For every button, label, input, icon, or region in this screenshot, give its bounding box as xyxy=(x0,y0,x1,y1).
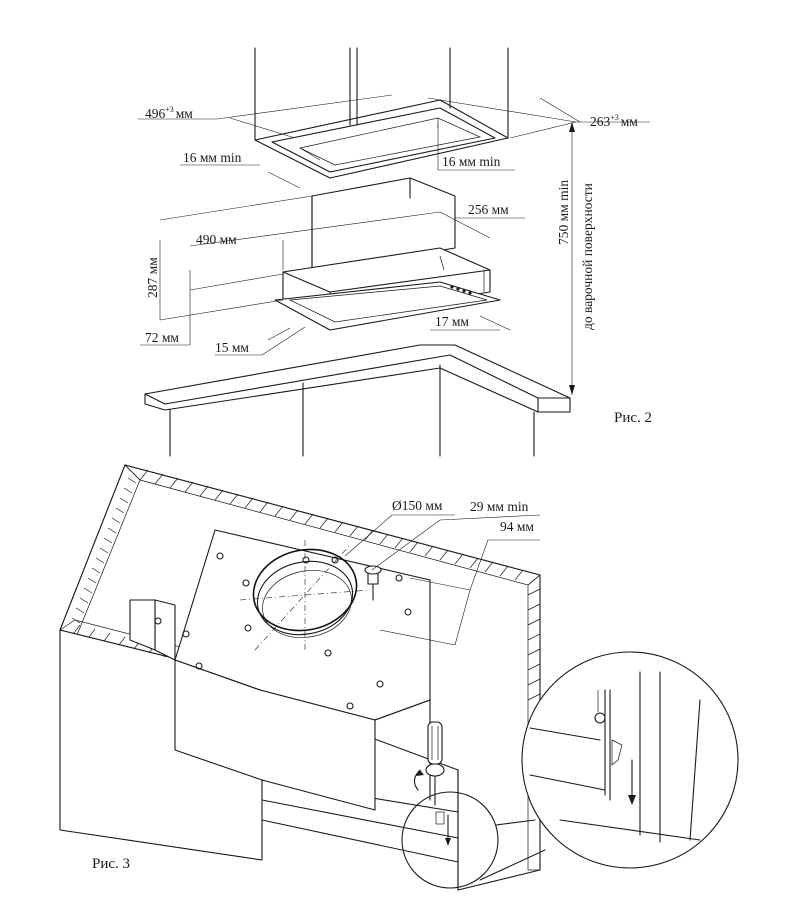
dim-min-gaps: 16 мм min 16 мм min xyxy=(180,125,515,189)
detail-callout xyxy=(401,651,739,889)
screws xyxy=(154,552,412,710)
upper-cabinet xyxy=(254,47,509,179)
visible-height-label: 72 мм xyxy=(145,330,179,345)
panel-offset-label: 94 мм xyxy=(500,519,534,534)
side-offset-label: 17 мм xyxy=(435,314,469,329)
front-offset-label: 15 мм xyxy=(215,340,249,355)
hood-body xyxy=(274,177,501,331)
figure-3: Ø150 мм 29 мм min 94 мм xyxy=(59,464,739,891)
wall-gap-label: 29 мм min xyxy=(470,499,529,514)
figure-3-caption: Рис. 3 xyxy=(92,856,130,872)
hob-distance-note: до варочной поверхности xyxy=(580,183,595,330)
dim-hob-distance: 750 мм min до варочной поверхности xyxy=(556,122,595,395)
figure-2-caption: Рис. 2 xyxy=(614,410,652,426)
duct-diameter-label: Ø150 мм xyxy=(392,498,443,513)
hood-width-label: 490 мм xyxy=(196,232,237,247)
min-gap-right-label: 16 мм min xyxy=(442,154,501,169)
hood-depth-label: 256 мм xyxy=(468,202,509,217)
dims-figure-3: Ø150 мм 29 мм min 94 мм xyxy=(344,498,541,646)
hob-distance-label: 750 мм min xyxy=(556,180,571,245)
screwdriver-icon xyxy=(413,721,445,806)
hood-height-label: 287 мм xyxy=(145,257,160,298)
top-edge-hatch xyxy=(71,469,541,701)
lower-cabinet xyxy=(144,344,571,457)
hood-unit xyxy=(129,529,431,811)
min-gap-left-label: 16 мм min xyxy=(183,150,242,165)
duct-collar xyxy=(239,540,371,651)
valve xyxy=(364,565,382,601)
dim-hood: 490 мм 256 мм 287 мм 72 мм 15 мм 17 мм xyxy=(140,195,525,356)
